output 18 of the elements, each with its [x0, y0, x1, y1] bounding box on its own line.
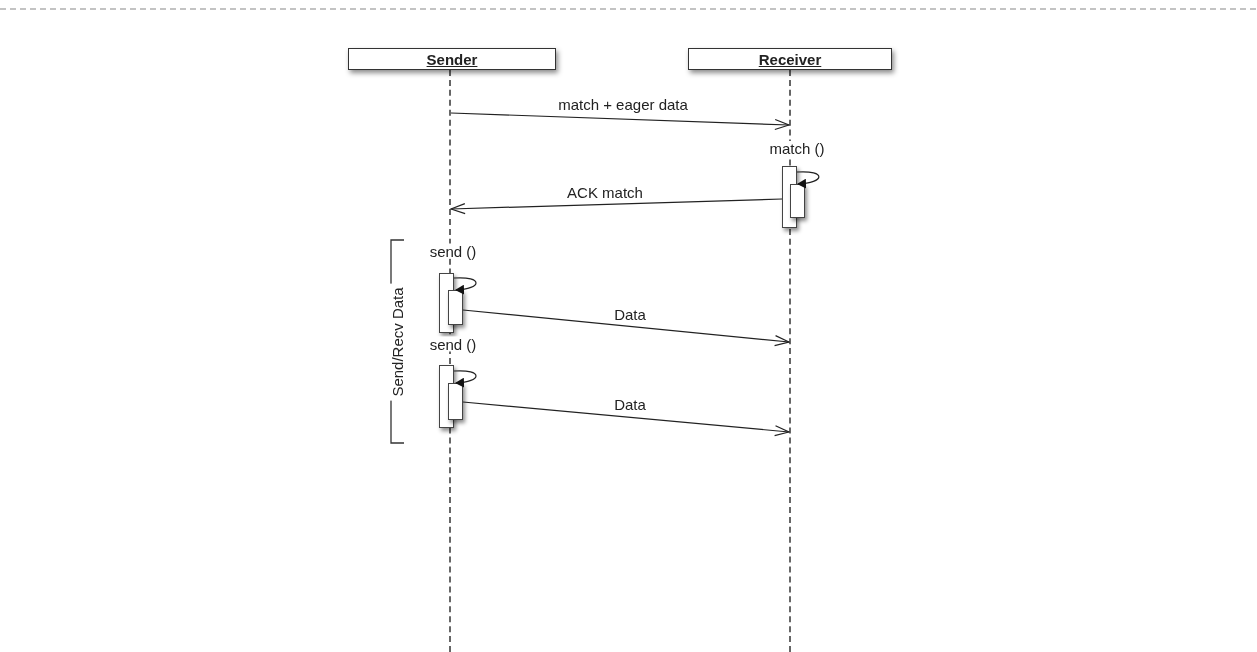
activation-bar [448, 383, 463, 420]
participant-box [348, 48, 556, 70]
participant-name: Receiver [758, 51, 822, 67]
participant-box [688, 48, 892, 70]
message-arrow [450, 198, 783, 215]
message-arrow [462, 401, 790, 437]
message-arrow [462, 309, 790, 347]
self-call-arrow [453, 277, 477, 295]
activation-bar [790, 184, 805, 218]
bracket-label: Send/Recv Data [389, 283, 405, 401]
activation-bar [448, 290, 463, 325]
participant-name: Sender [426, 51, 478, 67]
message-arrow [450, 112, 790, 131]
call-label: send () [428, 243, 478, 259]
self-call-arrow [796, 171, 820, 189]
call-label: send () [428, 336, 478, 352]
activation-label: match () [768, 141, 826, 156]
self-call-arrow [453, 370, 477, 388]
